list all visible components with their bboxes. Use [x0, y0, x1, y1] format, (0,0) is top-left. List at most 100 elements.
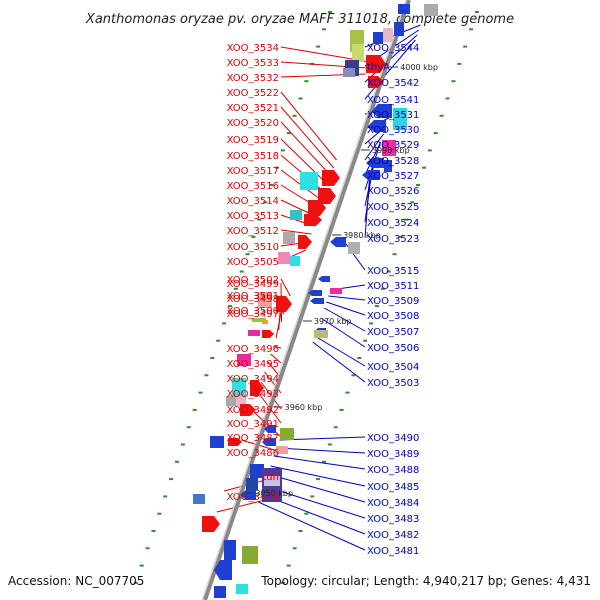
leader-line: [267, 473, 366, 503]
gene-label: XOO_3502: [227, 275, 279, 286]
gene-block: [193, 494, 205, 504]
leader-line: [324, 307, 366, 332]
gene-label: XOO_3489: [367, 449, 419, 460]
gene-label: XOO_3506: [367, 343, 419, 354]
gene-label: XOO_3542: [367, 78, 419, 89]
gene-label: XOO_3501: [227, 291, 279, 302]
leader-line: [314, 335, 366, 367]
gene-label: XOO_3533: [227, 58, 279, 69]
gene-block: [250, 464, 264, 478]
gene-label: XOO_3499: [227, 279, 279, 290]
gene-arrow: [262, 438, 276, 446]
gene-label: XOO_3544: [367, 43, 419, 54]
leader-line: [320, 317, 366, 348]
gene-arrow: [202, 516, 220, 532]
gene-arrow: [362, 170, 380, 180]
leader-line: [364, 39, 416, 100]
gene-label: XOO_3534: [227, 43, 279, 54]
gene-arrow: [240, 404, 256, 416]
map-title: Xanthomonas oryzae pv. oryzae MAFF 31101…: [85, 12, 514, 27]
right-gene-labels: XOO_3544thyAXOO_3542XOO_3541XOO_3531XOO_…: [367, 43, 419, 557]
gene-block: [226, 396, 236, 406]
gene-label: XOO_3498: [227, 294, 279, 305]
gene-arrow: [214, 560, 232, 580]
gene-label: XOO_3497: [227, 309, 279, 320]
gene-arrow: [322, 170, 340, 186]
gene-label: XOO_3520: [227, 118, 279, 129]
gene-label: XOO_3492: [227, 405, 279, 416]
gene-label: XOO_3478: [227, 492, 279, 503]
gene-block: [384, 160, 392, 172]
gene-block: [248, 330, 260, 336]
gene-arrow: [250, 380, 264, 396]
gene-label: XOO_3530: [367, 125, 419, 136]
gene-label: XOO_3531: [367, 110, 419, 121]
gene-block: [210, 436, 224, 448]
leader-line: [270, 353, 282, 364]
gene-block: [290, 256, 300, 266]
gene-label: XOO_3513: [227, 211, 279, 222]
gene-arrow: [262, 330, 274, 338]
genome-backbone: [203, 0, 411, 600]
gene-label: XOO_3524: [367, 218, 419, 229]
gene-block: [300, 172, 318, 190]
gene-block: [276, 446, 288, 454]
gene-label: XOO_3518: [227, 151, 279, 162]
left-gene-labels: XOO_3534XOO_3533XOO_3532XOO_3522XOO_3521…: [227, 43, 279, 503]
gene-label: XOO_3481: [367, 546, 419, 557]
gene-label: XOO_3505: [227, 257, 279, 268]
gene-block: [232, 378, 246, 398]
leader-line: [326, 301, 366, 316]
leader-line: [280, 278, 291, 297]
gene-label: XOO_3527: [367, 171, 419, 182]
gene-label: XOO_3494: [227, 374, 279, 385]
gene-block: [352, 44, 364, 62]
gene-block: [394, 22, 404, 36]
kbp-mark-label: 3970 kbp: [314, 317, 352, 326]
gene-label: XOO_3523: [367, 234, 419, 245]
leader-line: [258, 501, 366, 551]
gene-label: XOO_3484: [367, 498, 419, 509]
gene-block: [214, 586, 226, 598]
gene-arrow: [318, 276, 330, 282]
kbp-mark-label: 3980 kbp: [343, 231, 381, 240]
gene-block: [278, 252, 290, 264]
kbp-mark-label: 3950 kbp: [255, 489, 293, 498]
gene-label: XOO_3496: [227, 344, 279, 355]
gene-label: XOO_3508: [367, 311, 419, 322]
leader-line: [280, 106, 335, 169]
gene-label: thyA: [367, 62, 390, 73]
gene-label: XOO_3514: [227, 196, 279, 207]
leader-line: [270, 465, 366, 487]
gene-label: XOO_3512: [227, 226, 279, 237]
gene-block: [330, 288, 342, 294]
gene-label: XOO_3525: [367, 202, 419, 213]
gene-label: XOO_3488: [367, 465, 419, 476]
genome-backbone-highlight: [201, 0, 407, 600]
leader-line: [241, 439, 282, 453]
gene-block: [237, 354, 251, 366]
gene-block: [393, 108, 407, 130]
gene-block: [258, 292, 272, 308]
gene-block: [373, 32, 383, 44]
gene-block: [246, 478, 258, 490]
gene-label: XOO_3522: [227, 88, 279, 99]
gene-label: XOO_3526: [367, 186, 419, 197]
kbp-mark-label: 3990 kbp: [372, 146, 410, 155]
gene-block: [236, 396, 246, 406]
gene-arrow: [264, 425, 276, 433]
gene-label: XOO_3485: [367, 482, 419, 493]
gene-block: [262, 320, 268, 324]
gene-arrow: [368, 76, 384, 88]
gene-block: [424, 4, 438, 16]
gene-arrow: [372, 104, 392, 118]
leader-line: [275, 312, 282, 339]
gene-blocks: [193, 4, 438, 598]
gene-label: XOO_3503: [367, 378, 419, 389]
gene-label: XOO_3511: [367, 281, 419, 292]
gene-label: XOO_3517: [227, 166, 279, 177]
gene-arrow: [318, 188, 336, 204]
leader-line: [328, 295, 366, 301]
gene-label: XOO_3510: [227, 242, 279, 253]
